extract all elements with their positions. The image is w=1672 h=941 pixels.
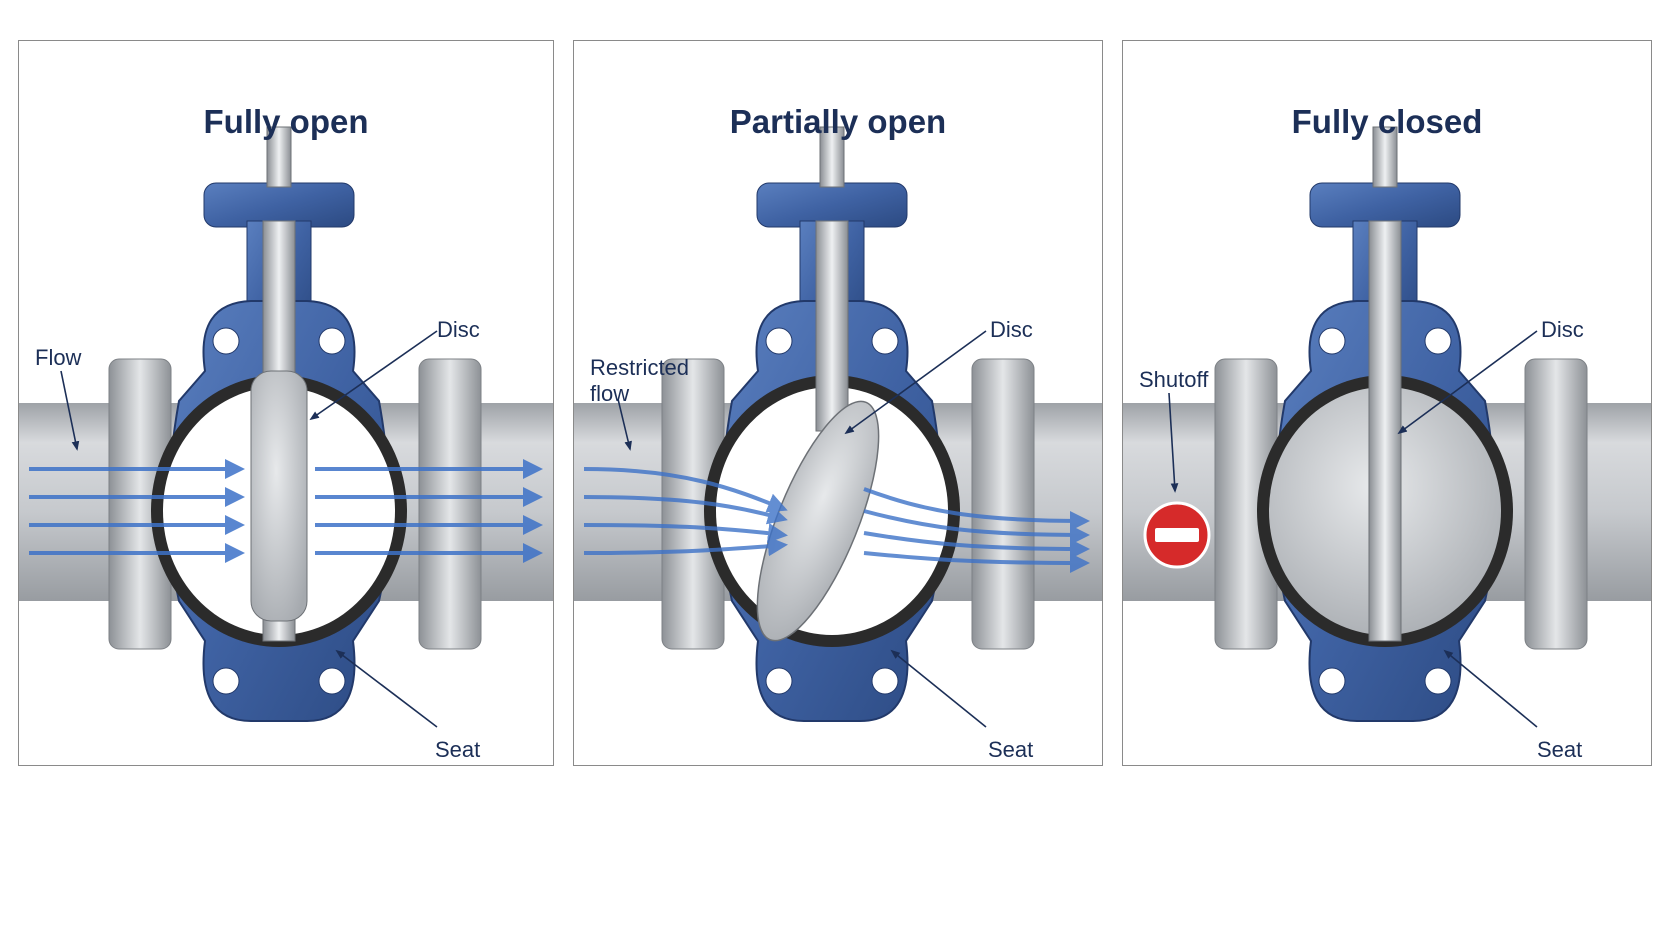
stem	[266, 126, 292, 188]
disc-label: Disc	[990, 317, 1033, 342]
panel-title: Fully open	[203, 103, 369, 140]
panel-title: Partially open	[729, 103, 947, 140]
flow-label: Flow	[35, 345, 82, 370]
shutoff-label: Shutoff	[1139, 367, 1209, 392]
panel-title: Fully closed	[1291, 103, 1483, 140]
valve-diagram-partial	[574, 126, 1102, 728]
panel-fully-open: Fully open Flow Disc Seat	[18, 40, 554, 766]
stem	[819, 126, 845, 188]
leader-lines	[1168, 330, 1538, 728]
flow-arrows	[29, 459, 543, 563]
flow-label-line1: Restricted	[590, 355, 690, 380]
panel-partially-open: Partially open Restricted flow Disc Seat	[573, 40, 1103, 766]
seat-label: Seat	[988, 737, 1034, 762]
flange-right	[1524, 358, 1588, 650]
valve-diagram-open	[19, 126, 553, 728]
stem	[1372, 126, 1398, 188]
leader-lines	[60, 330, 438, 728]
disc-label: Disc	[437, 317, 480, 342]
disc-edge-on	[250, 370, 308, 622]
valve-diagram-closed	[1123, 126, 1651, 728]
stop-sign-icon	[1143, 501, 1211, 569]
shaft	[815, 220, 849, 432]
flow-label-line2: flow	[590, 381, 630, 406]
shaft	[1368, 220, 1402, 642]
flow-arrows	[583, 467, 1090, 573]
seat-label: Seat	[1537, 737, 1583, 762]
seat-label: Seat	[435, 737, 481, 762]
leader-lines	[617, 330, 987, 728]
flange-right	[418, 358, 482, 650]
disc-label: Disc	[1541, 317, 1584, 342]
flange-right	[971, 358, 1035, 650]
panel-fully-closed: Fully closed Shutoff Disc Seat	[1122, 40, 1652, 766]
